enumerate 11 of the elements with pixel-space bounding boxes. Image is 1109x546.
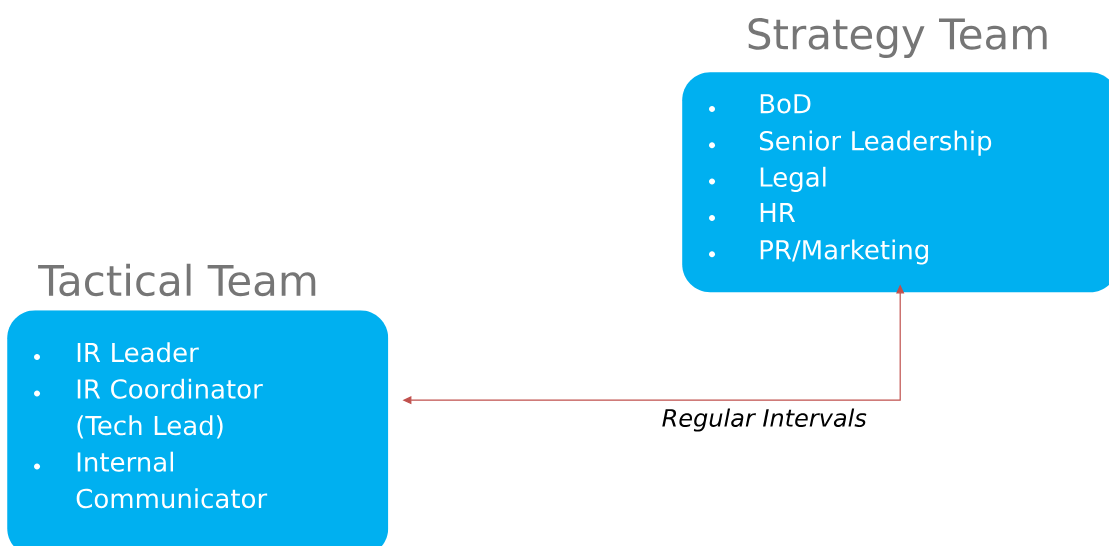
list-item: IR Leader [34,342,199,363]
list-item: BoD [709,94,811,114]
list-item: IR Coordinator (Tech Lead) [34,378,263,439]
team-title: Strategy Team [748,18,1047,58]
list-item: Senior Leadership [709,130,992,156]
list-item: HR [709,203,796,223]
team-title: Tactical Team [38,263,316,297]
list-item: Legal [709,166,826,192]
edge-label: Regular Intervals [662,408,867,432]
list-item: PR/Marketing [709,239,928,265]
list-item: Internal Communicator [34,451,268,509]
